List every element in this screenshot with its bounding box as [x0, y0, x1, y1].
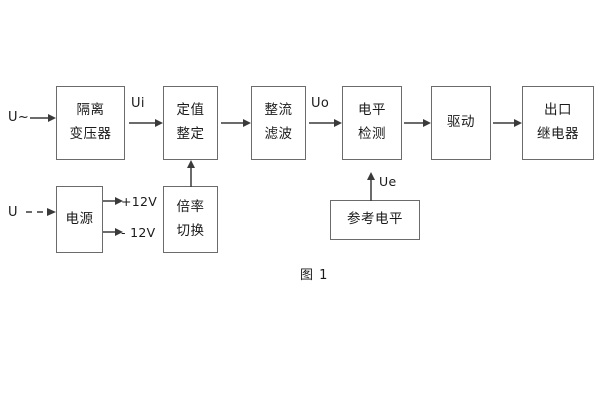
block-output-relay-line-2: 继电器 — [537, 126, 579, 142]
arrow-dc-input-to-power-supply — [26, 207, 56, 217]
rail-negative-label: - 12V — [121, 225, 156, 240]
block-setting-value-line-1: 定值 — [176, 102, 205, 119]
block-level-detection-line-2: 检测 — [358, 126, 386, 142]
block-isolation-transformer[interactable]: 隔离 变压器 — [56, 86, 125, 160]
block-rectifier-filter-line-1: 整流 — [264, 102, 293, 119]
block-power-supply[interactable]: 电源 — [56, 186, 103, 253]
block-rectifier-filter-line-2: 滤波 — [264, 126, 293, 142]
block-setting-value-line-2: 整定 — [176, 126, 205, 142]
arrow-power-supply-positive-rail — [103, 196, 123, 206]
dc-input-label: U — [8, 205, 18, 220]
arrow-ac-input-to-isolation-transformer — [30, 113, 56, 123]
block-reference-level-line-1: 参考电平 — [347, 211, 403, 228]
block-setting-value[interactable]: 定值 整定 — [163, 86, 218, 160]
ui-label: Ui — [131, 96, 145, 111]
arrow-power-supply-negative-rail — [103, 227, 123, 237]
block-multiplier-switch-line-2: 切换 — [176, 222, 205, 239]
ue-label: Ue — [379, 174, 397, 189]
block-isolation-transformer-line-2: 变压器 — [69, 126, 112, 142]
ac-input-label: U~ — [8, 110, 30, 125]
arrow-level-detection-to-drive — [404, 118, 431, 128]
arrow-drive-to-output-relay — [493, 118, 522, 128]
arrow-isolation-transformer-to-setting-value — [129, 118, 163, 128]
arrow-rectifier-filter-to-level-detection — [309, 118, 342, 128]
uo-label: Uo — [311, 96, 330, 111]
block-power-supply-line-1: 电源 — [65, 210, 94, 227]
block-output-relay-line-1: 出口 — [544, 102, 572, 119]
block-output-relay[interactable]: 出口 继电器 — [522, 86, 594, 160]
block-isolation-transformer-line-1: 隔离 — [76, 102, 105, 119]
block-level-detection-line-1: 电平 — [358, 102, 386, 119]
arrow-setting-value-to-rectifier-filter — [221, 118, 251, 128]
block-drive-line-1: 驱动 — [447, 114, 475, 131]
block-rectifier-filter[interactable]: 整流 滤波 — [251, 86, 306, 160]
block-drive[interactable]: 驱动 — [431, 86, 491, 160]
arrow-reference-level-to-level-detection — [366, 172, 376, 201]
arrow-multiplier-switch-to-setting-value — [186, 160, 196, 187]
rail-positive-label: +12V — [121, 194, 158, 209]
block-multiplier-switch[interactable]: 倍率 切换 — [163, 186, 218, 253]
block-level-detection[interactable]: 电平 检测 — [342, 86, 402, 160]
figure-caption: 图 1 — [300, 268, 329, 283]
block-reference-level[interactable]: 参考电平 — [330, 200, 420, 240]
block-multiplier-switch-line-1: 倍率 — [176, 198, 205, 215]
